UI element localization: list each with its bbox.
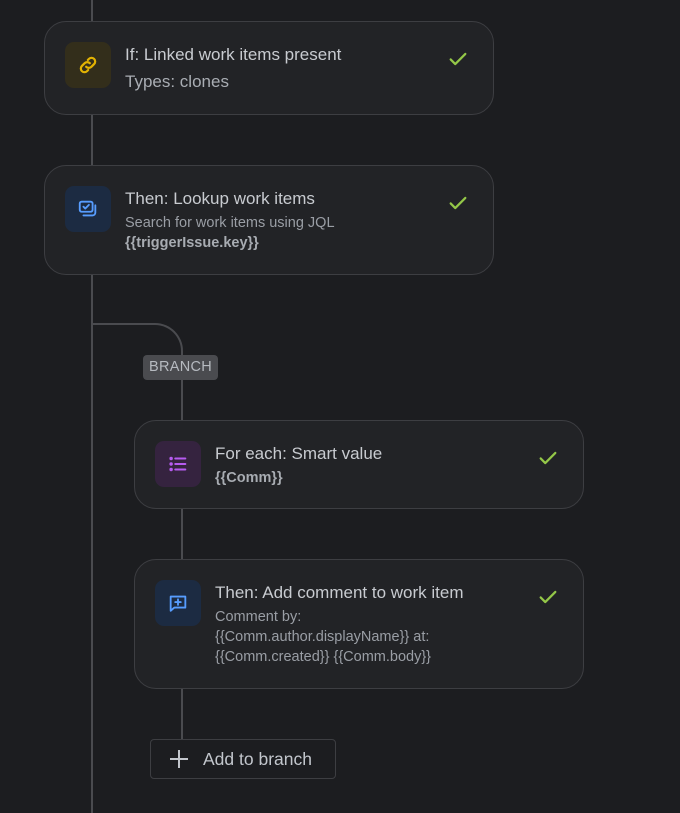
success-check-icon: [449, 196, 467, 210]
success-check-icon: [539, 451, 557, 465]
description-line: {{Comm.created}} {{Comm.body}}: [215, 649, 432, 665]
main-connector-line: [91, 0, 93, 813]
branch-label: BRANCH: [143, 355, 219, 380]
card-title: If: Linked work items present: [125, 45, 342, 64]
success-check-icon: [539, 590, 557, 604]
condition-card-linked-work-items[interactable]: If: Linked work items present Types: clo…: [44, 21, 494, 115]
condition-icon-tile: [65, 42, 111, 88]
branch-icon-tile: [155, 441, 201, 487]
add-to-branch-button[interactable]: Add to branch: [150, 739, 336, 779]
description-line: {{Comm.author.displayName}} at:: [215, 629, 430, 645]
card-smart-value: {{triggerIssue.key}}: [125, 235, 259, 251]
action-icon-tile: [65, 186, 111, 232]
action-card-add-comment[interactable]: Then: Add comment to work item Comment b…: [134, 559, 584, 689]
card-subtitle: Types: clones: [125, 72, 229, 91]
add-comment-icon: [169, 595, 187, 612]
card-title: Then: Lookup work items: [125, 189, 315, 208]
card-description: Search for work items using JQL: [125, 215, 335, 231]
card-title: For each: Smart value: [215, 444, 383, 463]
card-title: Then: Add comment to work item: [215, 583, 464, 602]
card-smart-value: {{Comm}}: [215, 470, 283, 486]
action-card-lookup-work-items[interactable]: Then: Lookup work items Search for work …: [44, 165, 494, 275]
card-description: Comment by: {{Comm.author.displayName}} …: [215, 607, 523, 667]
link-icon: [79, 56, 97, 74]
add-to-branch-label: Add to branch: [203, 748, 312, 769]
branch-card-for-each[interactable]: For each: Smart value {{Comm}}: [134, 420, 584, 509]
description-line: Comment by:: [215, 609, 302, 625]
list-icon: [169, 456, 187, 472]
action-icon-tile: [155, 580, 201, 626]
success-check-icon: [449, 52, 467, 66]
branch-connector-curve: [92, 323, 183, 383]
lookup-work-items-icon: [78, 200, 97, 217]
plus-icon: [170, 750, 188, 768]
